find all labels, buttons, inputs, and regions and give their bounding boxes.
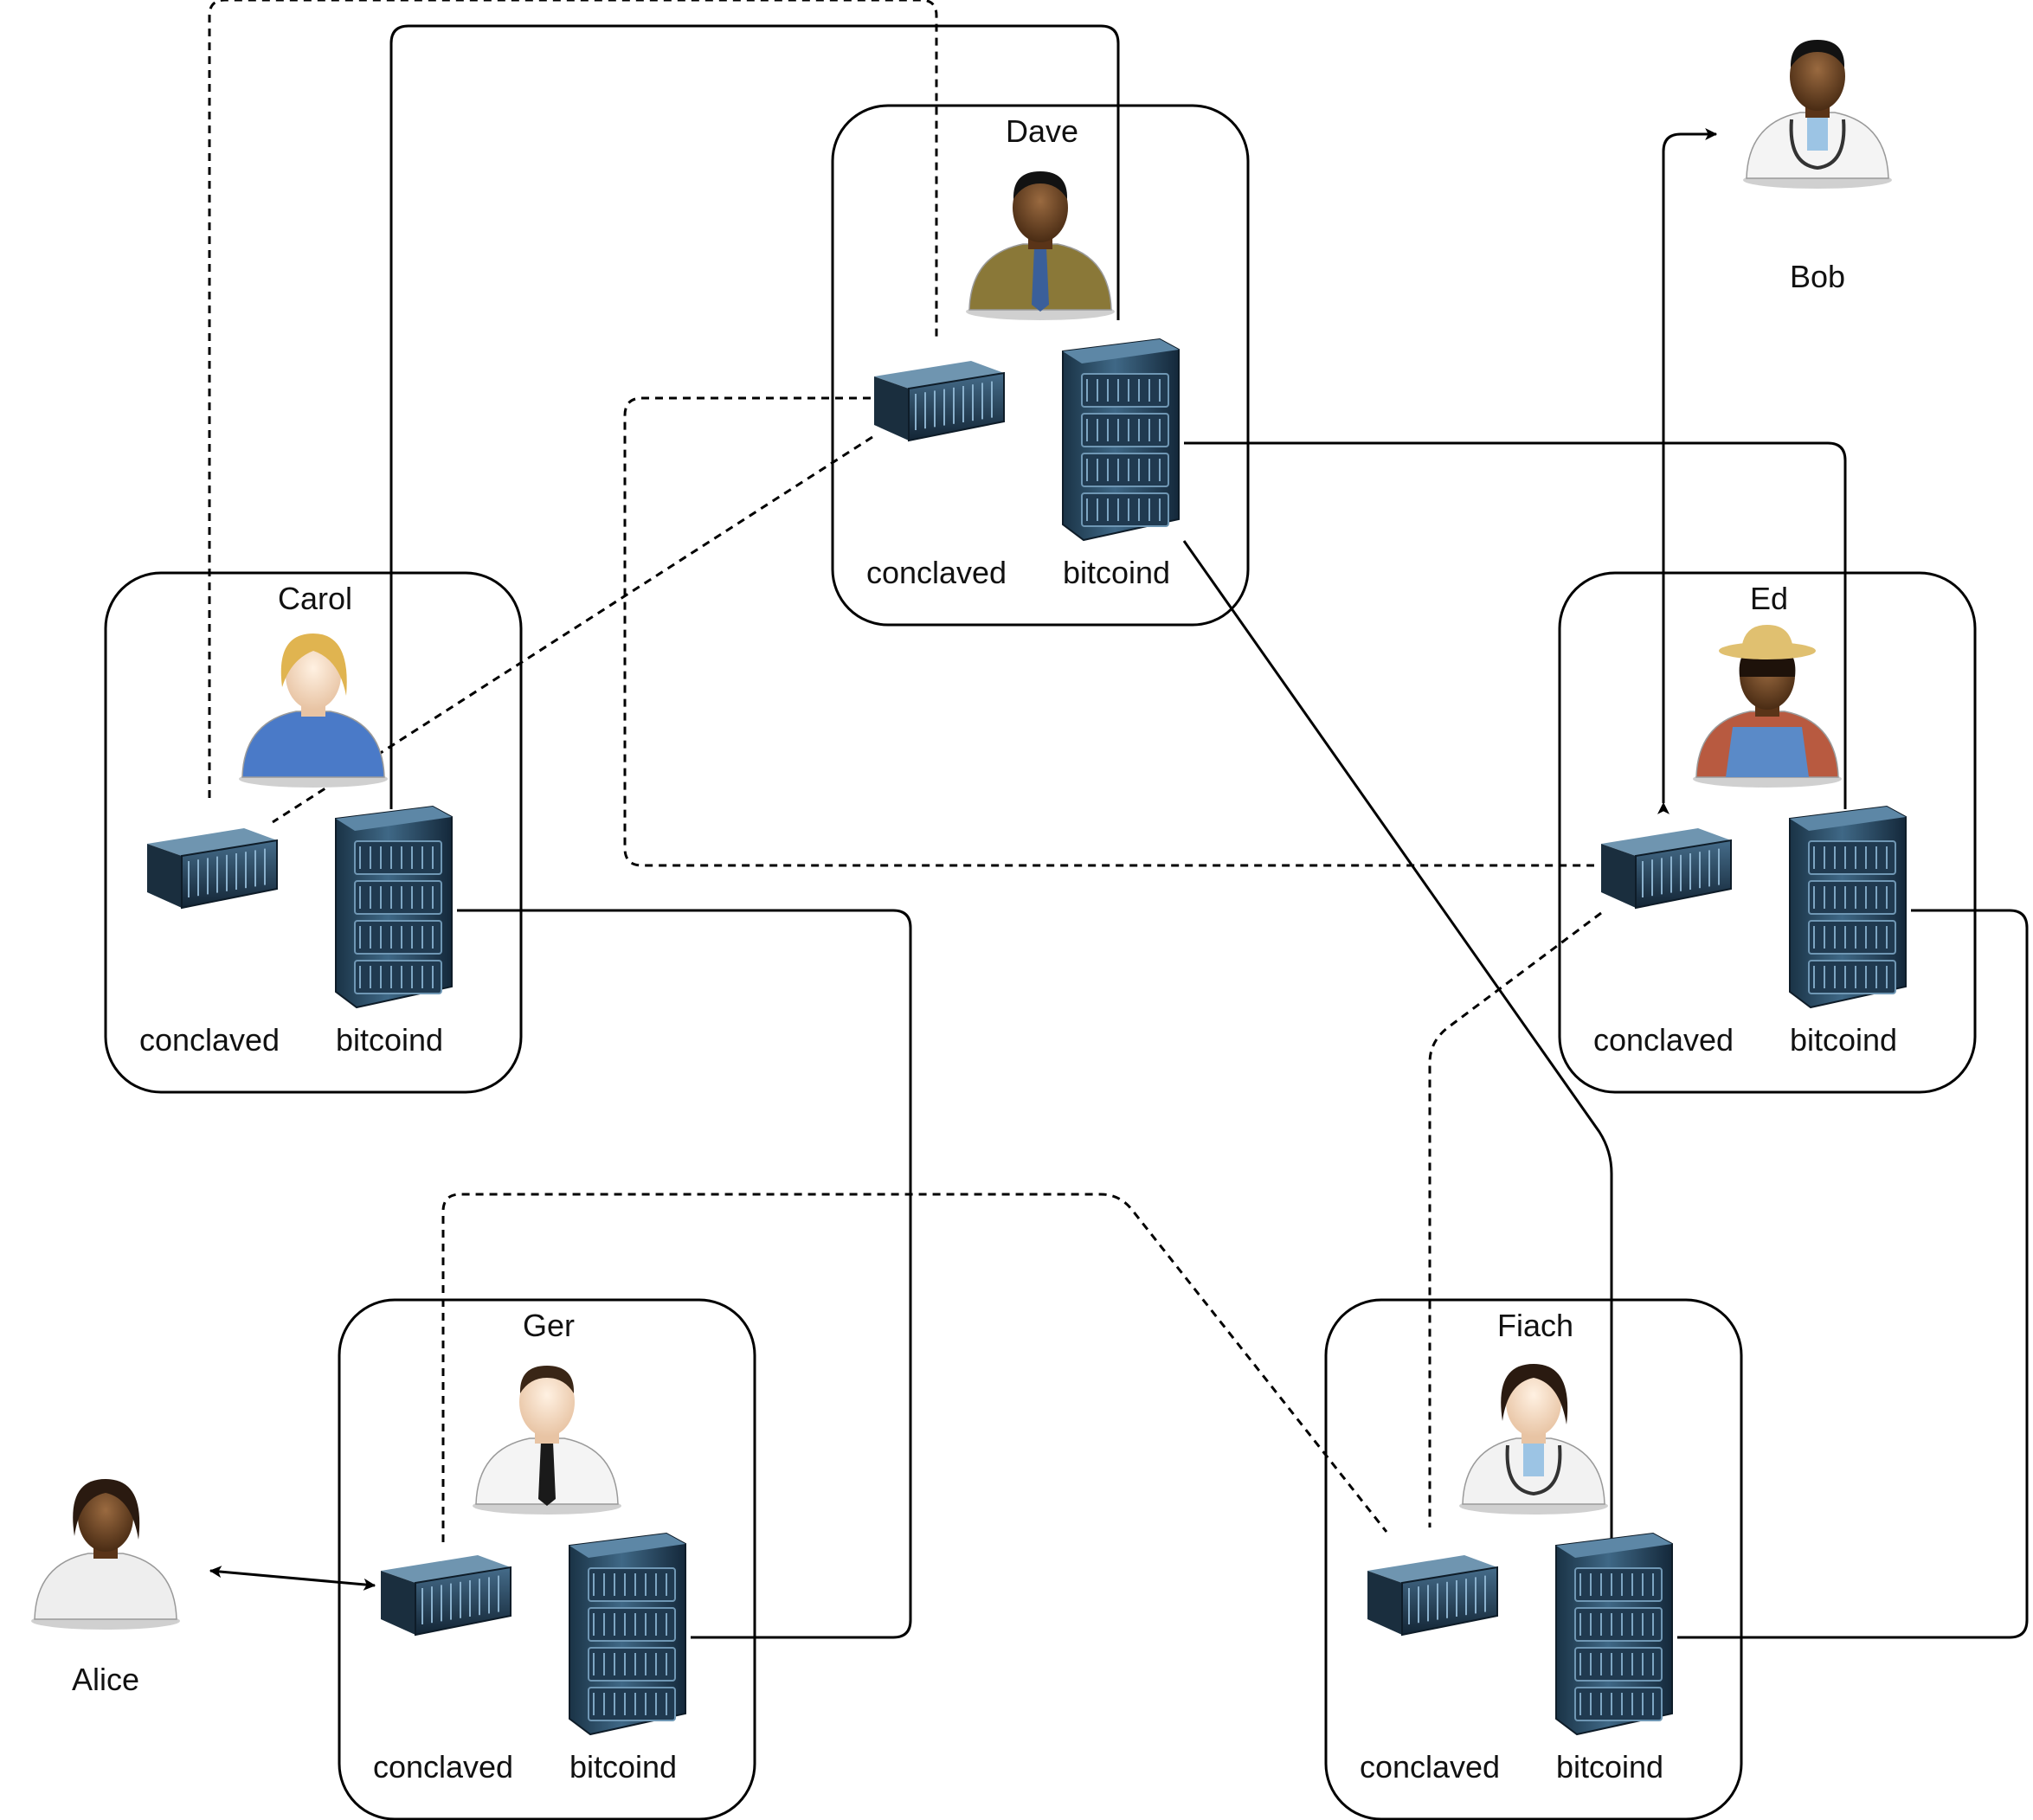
conclaved-link-ed-fiach <box>1428 911 1602 1527</box>
user-link-alice-ger <box>209 1566 376 1591</box>
bitcoind-link-dave-fiach <box>1182 540 1613 1539</box>
dave-conclaved-label: conclaved <box>866 555 1007 590</box>
ger-bitcoind-server-icon <box>569 1532 686 1736</box>
node-fiach: Fiach conclaved bitcoind <box>1324 1298 1743 1820</box>
node-dave: Dave conclaved bitcoind <box>831 104 1250 627</box>
node-ger-container <box>338 1298 756 1820</box>
carol-bitcoind-server-icon <box>335 805 453 1009</box>
user-bob: Bob <box>1743 40 1892 294</box>
bob-person-icon <box>1743 40 1892 189</box>
user-alice: Alice <box>31 1479 180 1697</box>
dave-bitcoind-server-icon <box>1062 338 1180 542</box>
node-carol-container <box>104 571 523 1094</box>
ed-conclaved-label: conclaved <box>1593 1022 1734 1058</box>
fiach-person-icon <box>1459 1364 1608 1515</box>
fiach-conclaved-label: conclaved <box>1360 1749 1500 1785</box>
ed-bitcoind-label: bitcoind <box>1790 1022 1897 1058</box>
carol-person-icon <box>239 633 388 788</box>
carol-conclaved-label: conclaved <box>139 1022 280 1058</box>
node-dave-name: Dave <box>1006 113 1078 149</box>
node-carol: Carol conclaved bitcoind <box>104 571 523 1094</box>
node-ger-name: Ger <box>523 1308 575 1343</box>
ger-bitcoind-label: bitcoind <box>569 1749 677 1785</box>
ger-conclaved-label: conclaved <box>373 1749 513 1785</box>
node-ger: Ger conclaved bitcoind <box>338 1298 756 1820</box>
dave-person-icon <box>966 171 1115 320</box>
user-link-bob-ed <box>1657 128 1718 814</box>
fiach-conclaved-server-icon <box>1367 1555 1498 1637</box>
ed-person-icon <box>1693 625 1842 788</box>
bitcoind-link-carol-ger <box>457 909 912 1639</box>
bitcoind-link-carol-dave <box>389 24 1120 809</box>
user-bob-name: Bob <box>1790 259 1845 294</box>
fiach-bitcoind-label: bitcoind <box>1556 1749 1663 1785</box>
dave-conclaved-server-icon <box>874 361 1005 442</box>
carol-conclaved-server-icon <box>147 828 278 910</box>
node-carol-name: Carol <box>278 581 352 616</box>
node-fiach-container <box>1324 1298 1743 1820</box>
bitcoind-link-dave-ed <box>1184 441 1847 809</box>
alice-person-icon <box>31 1479 180 1630</box>
fiach-bitcoind-server-icon <box>1555 1532 1673 1736</box>
node-fiach-name: Fiach <box>1497 1308 1573 1343</box>
carol-bitcoind-label: bitcoind <box>336 1022 443 1058</box>
dave-bitcoind-label: bitcoind <box>1063 555 1170 590</box>
ger-conclaved-server-icon <box>381 1555 511 1637</box>
node-ed-container <box>1558 571 1977 1094</box>
user-alice-name: Alice <box>72 1662 139 1697</box>
node-ed-name: Ed <box>1750 581 1788 616</box>
node-dave-container <box>831 104 1250 627</box>
node-ed: Ed conclaved bitcoind <box>1558 571 1977 1094</box>
ed-conclaved-server-icon <box>1601 828 1732 910</box>
ger-person-icon <box>473 1366 621 1515</box>
bitcoind-link-ed-fiach <box>1677 909 2029 1639</box>
conclaved-link-ger-fiach <box>441 1193 1388 1542</box>
conclaved-link-dave-ed <box>623 396 1594 867</box>
ed-bitcoind-server-icon <box>1789 805 1907 1009</box>
